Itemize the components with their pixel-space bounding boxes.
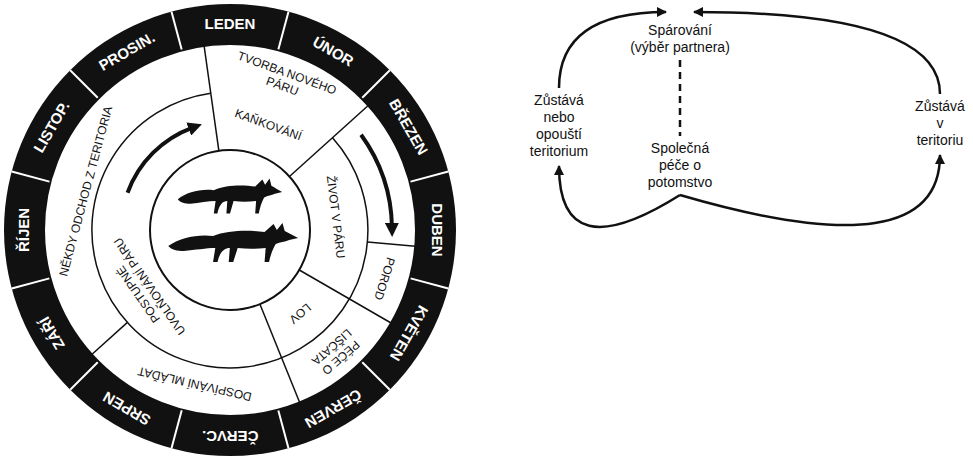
month-separator: [410, 172, 449, 182]
phase-dividers: [92, 46, 416, 403]
cycle-connector: [680, 155, 940, 225]
month-label: LEDEN: [205, 15, 256, 33]
stage-text: Spárování (výběr partnera): [628, 22, 732, 56]
phase-divider: [204, 46, 219, 151]
cycle-connector: [694, 12, 940, 94]
month-separators: [12, 12, 449, 449]
month-separator: [12, 172, 51, 182]
fox-silhouette: [178, 179, 282, 214]
month-separator: [410, 278, 449, 288]
month-separator: [362, 70, 390, 98]
month-separator: [172, 12, 182, 51]
month-label: ŘÍJEN: [15, 208, 33, 252]
stage-text-node: Zůstává v teritoriu: [912, 98, 968, 149]
phase-divider: [289, 106, 368, 177]
stage-text: Zůstává v teritoriu: [912, 98, 968, 149]
month-ring: [4, 4, 456, 456]
stage-text: Společná péče o potomstvo: [638, 140, 722, 191]
month-separator: [172, 410, 182, 449]
month-label: ČERVC.: [202, 427, 258, 445]
center-circle: [150, 150, 310, 310]
month-separator: [70, 70, 98, 98]
stage-text-node: Spárování (výběr partnera): [628, 22, 732, 56]
stage-text-node: Zůstává nebo opouští teritorium: [526, 92, 592, 160]
fox-silhouette: [168, 223, 298, 262]
stage-text: Zůstává nebo opouští teritorium: [526, 92, 592, 160]
cycle-arrow: [128, 114, 193, 206]
month-separator: [278, 12, 288, 51]
month-separator: [362, 362, 390, 390]
phase-ring: [44, 44, 416, 416]
cycle-connector: [679, 60, 682, 136]
month-separator: [12, 278, 51, 288]
stage-text-node: Společná péče o potomstvo: [638, 140, 722, 191]
month-separator: [70, 362, 98, 390]
month-label: DUBEN: [427, 203, 445, 256]
phase-divider: [92, 322, 128, 354]
ring-boundary: [92, 93, 368, 368]
cycle-arrow: [337, 135, 415, 227]
phase-divider: [367, 242, 415, 246]
month-separator: [278, 410, 288, 449]
